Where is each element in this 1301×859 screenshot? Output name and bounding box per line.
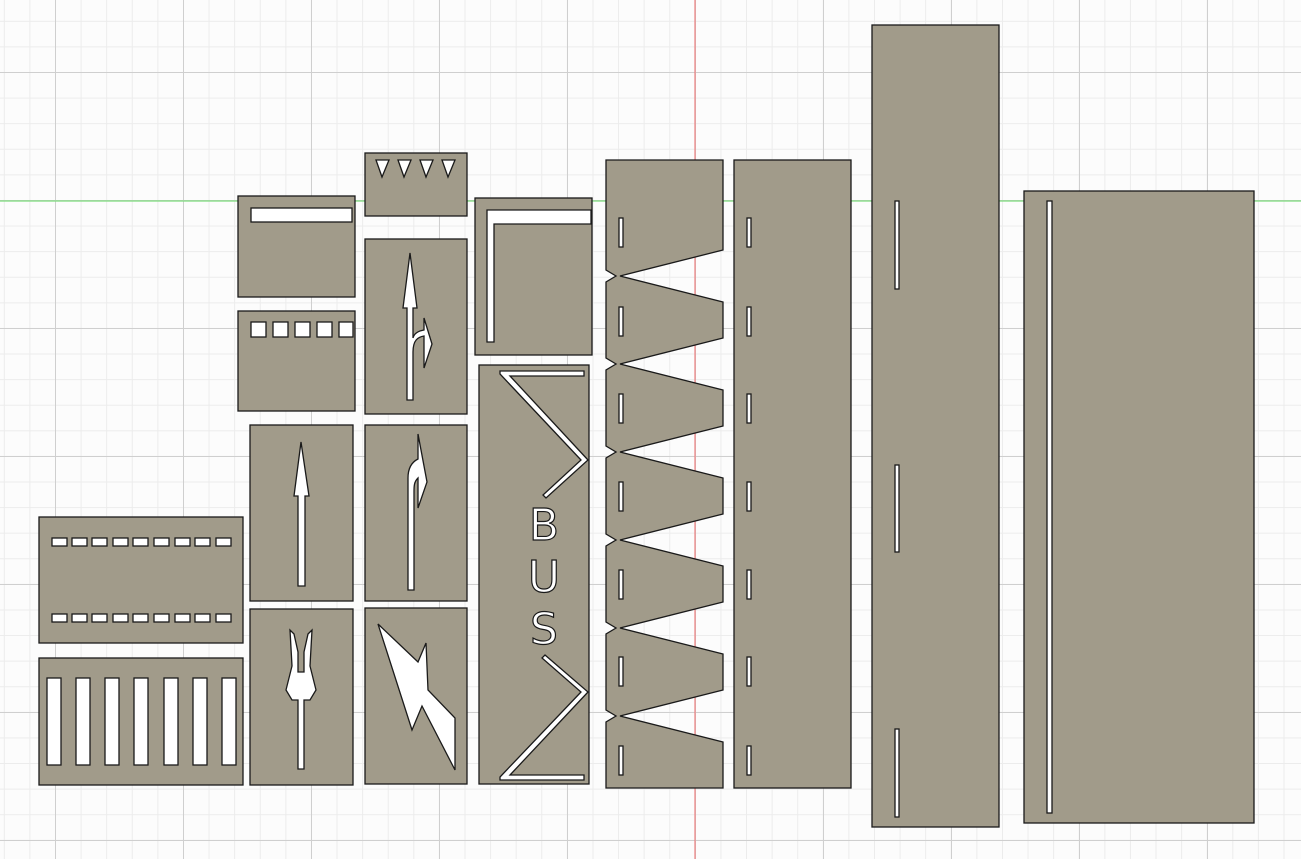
- tall-board-slot-cutouts: [894, 200, 900, 818]
- piece-yield-triangles[interactable]: [364, 152, 468, 217]
- piece-zebra-crossing[interactable]: [38, 657, 244, 786]
- wide-board-slot-cutout: [1046, 200, 1053, 814]
- piece-slotted-strip[interactable]: [733, 159, 852, 789]
- piece-bus-lane[interactable]: B U S: [478, 364, 590, 785]
- dash-cutouts-top: [51, 537, 232, 547]
- piece-right-turn-arrow[interactable]: [364, 424, 468, 602]
- straight-arrow-icon: [293, 441, 310, 587]
- piece-square-dashes[interactable]: [237, 310, 356, 412]
- piece-zigzag-stand[interactable]: [605, 159, 724, 789]
- chevron-bottom-cutout: [499, 654, 589, 781]
- corner-line-cutout: [486, 209, 592, 343]
- strip-slot-cutouts: [746, 217, 752, 776]
- split-arrow-icon: [285, 628, 317, 770]
- piece-diagonal-arrow[interactable]: [364, 607, 468, 785]
- diagonal-arrow-icon: [377, 623, 456, 771]
- bus-letter-b: B: [529, 500, 559, 551]
- piece-corner-line[interactable]: [474, 197, 593, 356]
- piece-tall-board[interactable]: [871, 24, 1000, 828]
- chevron-top-cutout: [499, 370, 589, 499]
- right-turn-arrow-icon: [407, 433, 428, 591]
- bus-letter-u: U: [528, 552, 560, 603]
- stop-line-cutout: [250, 207, 353, 223]
- piece-stop-line[interactable]: [237, 195, 356, 298]
- bus-letters: B U S: [527, 499, 560, 655]
- piece-straight-right-arrow[interactable]: [364, 238, 468, 415]
- bus-letter-s: S: [530, 604, 558, 655]
- piece-wide-board[interactable]: [1023, 190, 1255, 824]
- piece-split-arrow[interactable]: [249, 608, 354, 786]
- triangle-cutouts: [375, 159, 456, 179]
- straight-right-arrow-icon: [402, 252, 433, 401]
- zigzag-slot-cutouts: [618, 217, 624, 776]
- zebra-stripe-cutouts: [46, 677, 237, 766]
- piece-dashed-lines[interactable]: [38, 516, 244, 644]
- square-cutouts: [250, 321, 354, 338]
- dash-cutouts-bottom: [51, 613, 232, 623]
- piece-straight-arrow[interactable]: [249, 424, 354, 602]
